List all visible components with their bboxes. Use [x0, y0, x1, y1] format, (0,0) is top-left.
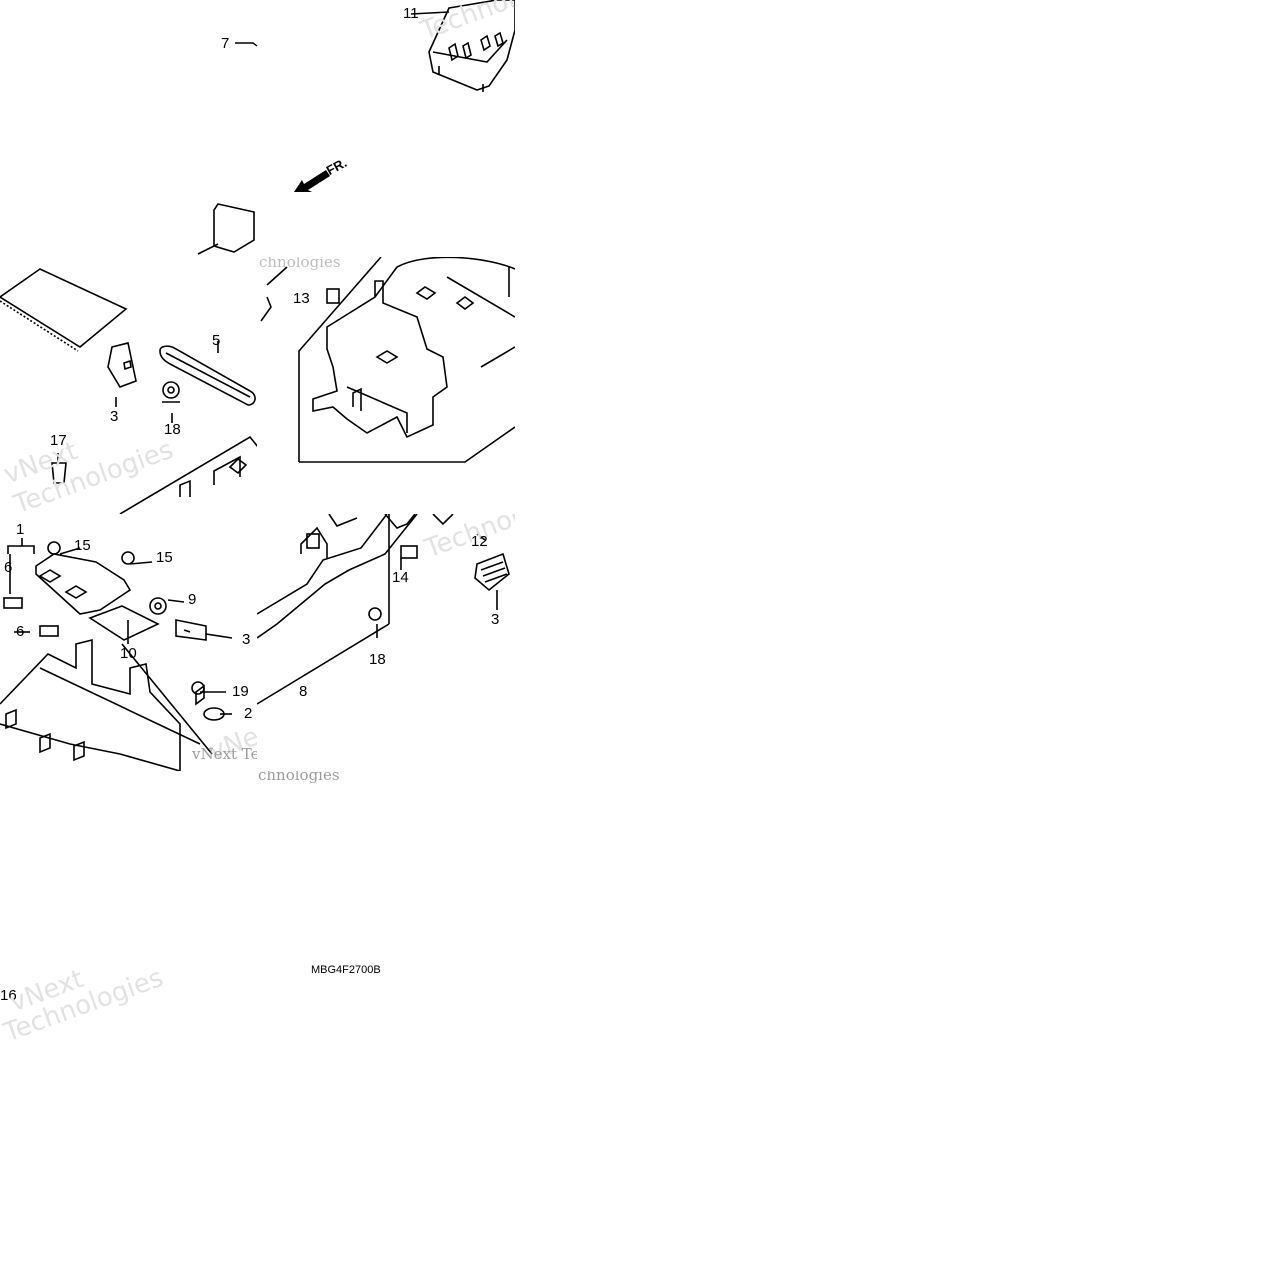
- callout-3: 3: [491, 611, 500, 628]
- mid-left-drawing: [0, 268, 258, 514]
- callout-6: 6: [4, 559, 13, 576]
- callout-10: 10: [120, 645, 137, 662]
- callout-5: 5: [212, 332, 221, 349]
- tile-middle-right: chnologies 13: [257, 257, 515, 514]
- callout-9: 9: [188, 591, 197, 608]
- callout-14: 14: [392, 569, 409, 586]
- callout-19: 19: [232, 683, 249, 700]
- callout-1: 1: [16, 521, 25, 538]
- leader-7: [235, 42, 258, 47]
- tile-bottom-right: Technologies 12 14 3 18 8: [257, 514, 515, 771]
- callout-3: 3: [110, 408, 119, 425]
- callout-18: 18: [369, 651, 386, 668]
- callout-15: 15: [74, 537, 91, 554]
- tile-bottom-left: vNext 1 15 15 6 9 6 10 3 19 2: [0, 514, 258, 771]
- upper-bracket-drawing: [197, 203, 255, 255]
- watermark-text: vNext Tec: [192, 745, 268, 763]
- part-11-drawing: [410, 0, 515, 92]
- watermark-text: chnologies: [259, 257, 341, 271]
- frame-drawing: [260, 257, 515, 463]
- diagram-code: MBG4F2700B: [311, 964, 381, 976]
- front-arrow-icon: [294, 170, 330, 192]
- callout-2: 2: [244, 705, 253, 722]
- callout-6: 6: [16, 623, 25, 640]
- tile-middle-left: vNext Tec vNext Technologies 5 3 18 17: [0, 257, 258, 514]
- callout-17: 17: [50, 432, 67, 449]
- callout-18: 18: [164, 421, 181, 438]
- callout-16: 16: [0, 987, 17, 1004]
- callout-11: 11: [403, 5, 419, 22]
- callout-8: 8: [299, 683, 308, 700]
- lower-left-drawing: [0, 538, 233, 771]
- callout-12: 12: [471, 533, 488, 550]
- lower-right-drawing: [257, 514, 510, 705]
- callout-13: 13: [293, 290, 310, 307]
- callout-15: 15: [156, 549, 173, 566]
- front-direction-indicator: FR.: [292, 155, 362, 203]
- callout-7: 7: [221, 35, 230, 52]
- tile-top-right: Technologies 11: [257, 0, 515, 257]
- callout-3: 3: [242, 631, 251, 648]
